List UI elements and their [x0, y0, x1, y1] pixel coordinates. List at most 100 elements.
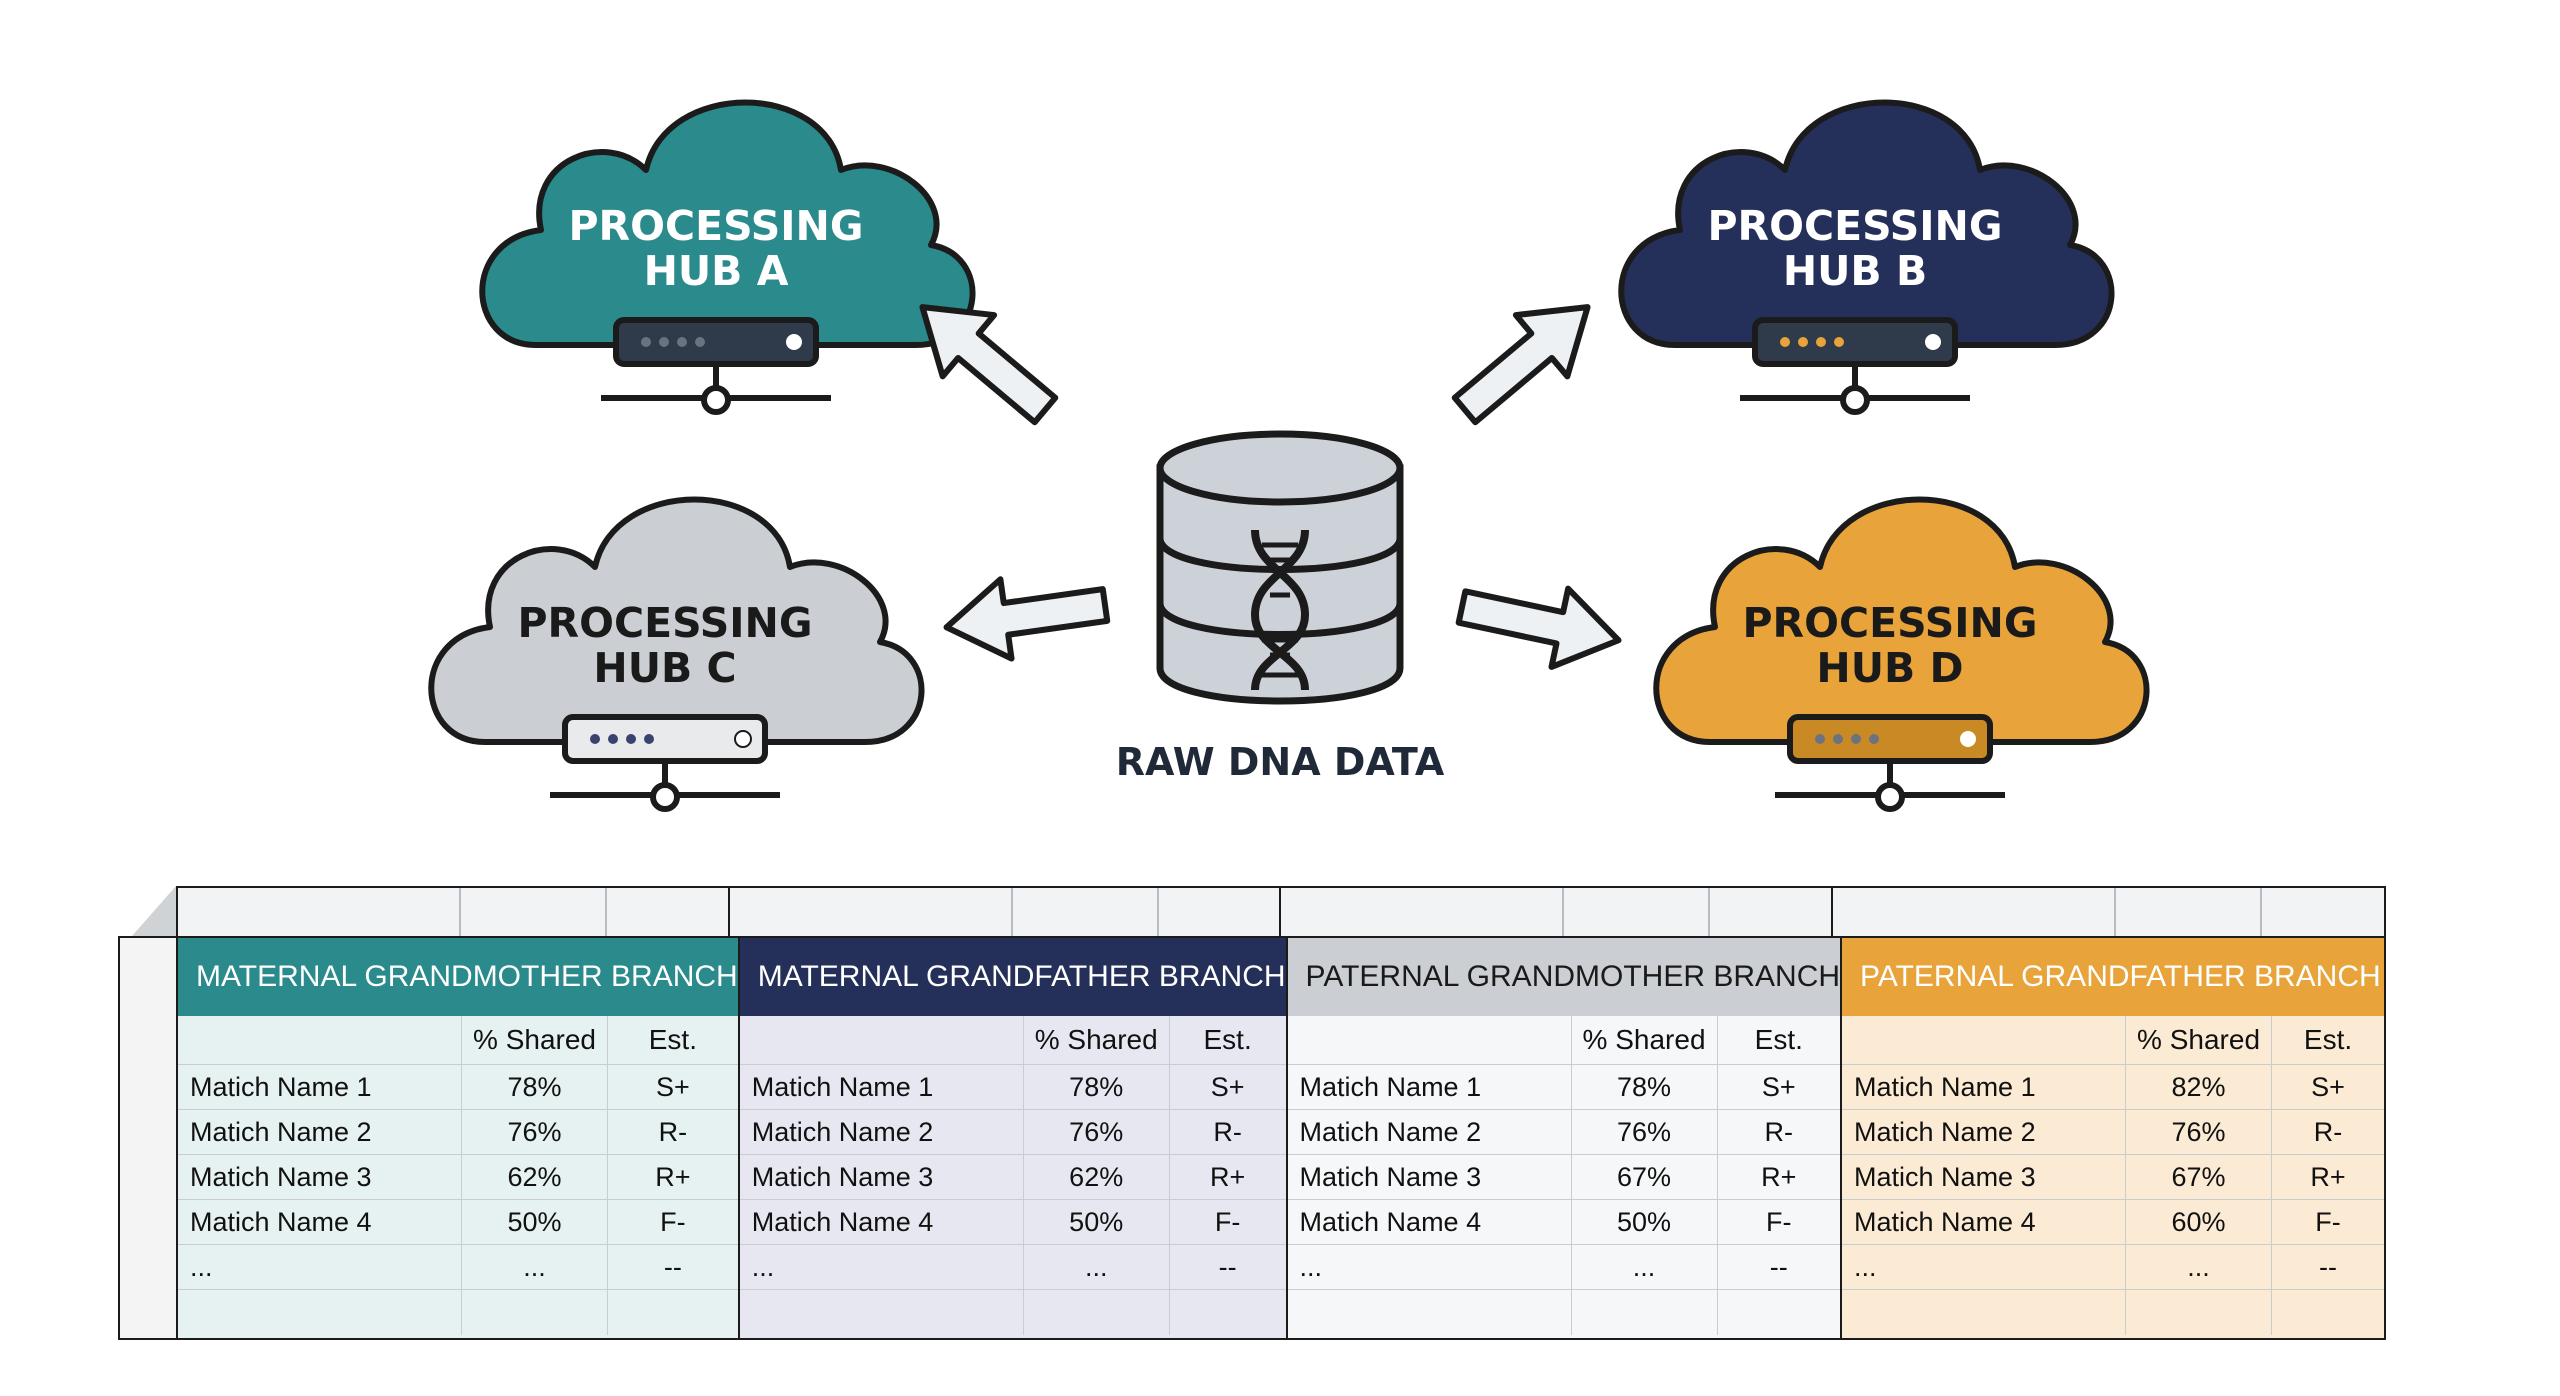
percent-shared: 82% — [2126, 1065, 2273, 1109]
estimate: R+ — [655, 1161, 691, 1192]
match-name: ... — [1288, 1245, 1572, 1289]
percent-shared: 76% — [1024, 1110, 1170, 1154]
hub-a-cloud — [479, 99, 976, 348]
percent-shared: ... — [1572, 1245, 1718, 1289]
match-name: Matich Name 2 — [178, 1110, 462, 1154]
arrow-to-hub-d — [1455, 585, 1622, 670]
match-name: Matich Name 2 — [1288, 1110, 1572, 1154]
hub-c-label-line2: HUB C — [593, 644, 736, 692]
hub-b-server-icon — [1740, 317, 1970, 415]
est-header: Est. — [648, 1024, 697, 1055]
estimate: F- — [1214, 1206, 1241, 1237]
match-name: Matich Name 4 — [740, 1200, 1024, 1244]
branch-header: PATERNAL GRANDMOTHER BRANCH — [1287, 938, 1841, 1016]
sheet-corner — [132, 886, 176, 936]
dna-icon — [1250, 529, 1310, 691]
arrow-to-hub-c — [943, 576, 1111, 662]
hub-c: PROCESSING HUB C — [428, 496, 925, 812]
estimate: R- — [1764, 1116, 1794, 1147]
match-name: Matich Name 2 — [1842, 1110, 2127, 1154]
percent-shared: 78% — [462, 1065, 608, 1109]
match-name: Matich Name 3 — [740, 1155, 1024, 1199]
center-label: RAW DNA DATA — [1116, 740, 1445, 784]
hub-d: PROCESSING HUB D — [1653, 496, 2150, 812]
branch-column: PATERNAL GRANDMOTHER BRANCH% Shared Est. M… — [1287, 938, 1843, 1338]
empty-row — [1842, 1289, 2384, 1335]
percent-shared: 50% — [1024, 1200, 1170, 1244]
name-header — [1288, 1016, 1572, 1064]
hub-d-cloud — [1653, 496, 2150, 745]
percent-shared: 62% — [462, 1155, 608, 1199]
hub-b-cloud — [1618, 99, 2115, 348]
branch-header: MATERNAL GRANDMOTHER BRANCH — [178, 938, 738, 1016]
table-row: ......-- — [1842, 1244, 2384, 1289]
percent-shared: 60% — [2126, 1200, 2273, 1244]
estimate: R- — [2313, 1116, 2343, 1147]
table-row: ......-- — [178, 1244, 738, 1289]
percent-shared: ... — [1024, 1245, 1170, 1289]
hub-diagram: PROCESSING HUB A PROCESSING HUB B PR — [428, 99, 2150, 812]
match-name: Matich Name 4 — [1288, 1200, 1572, 1244]
estimate: F- — [1766, 1206, 1792, 1237]
name-header — [740, 1016, 1024, 1064]
hub-b-label-line1: PROCESSING — [1707, 202, 2002, 250]
arrow-to-hub-a — [919, 304, 1059, 426]
table-row: ...... -- — [1287, 1244, 1841, 1289]
pct-header: % Shared — [1024, 1016, 1170, 1064]
branch-column: MATERNAL GRANDMOTHER BRANCH% Shared Est. M… — [178, 938, 740, 1338]
percent-shared: 50% — [462, 1200, 608, 1244]
pct-header: % Shared — [1572, 1016, 1718, 1064]
estimate: R- — [658, 1116, 688, 1147]
percent-shared: 78% — [1572, 1065, 1718, 1109]
estimate: -- — [663, 1251, 682, 1282]
est-header: Est. — [1754, 1024, 1803, 1055]
percent-shared: 76% — [462, 1110, 608, 1154]
hub-c-cloud — [428, 496, 925, 745]
hub-d-label-line1: PROCESSING — [1742, 599, 2037, 647]
estimate: S+ — [2311, 1071, 2345, 1102]
empty-row — [178, 1289, 738, 1335]
est-header: Est. — [1203, 1024, 1252, 1055]
estimate: R+ — [1209, 1161, 1246, 1192]
match-name: Matich Name 4 — [1842, 1200, 2127, 1244]
match-name: Matich Name 1 — [1842, 1065, 2127, 1109]
column-header-row: % Shared Est. — [178, 1016, 738, 1064]
hub-c-label-line1: PROCESSING — [517, 599, 812, 647]
percent-shared: 78% — [1024, 1065, 1170, 1109]
hub-a-server-icon — [601, 317, 831, 415]
table-row: ......-- — [739, 1244, 1286, 1289]
pct-header: % Shared — [462, 1016, 608, 1064]
percent-shared: 50% — [1572, 1200, 1718, 1244]
match-name: ... — [740, 1245, 1024, 1289]
estimate: R- — [1213, 1116, 1242, 1147]
empty-row — [739, 1289, 1286, 1335]
hub-c-server-icon — [550, 714, 780, 812]
column-header-row: % Shared Est. — [1288, 1016, 1841, 1064]
estimate: -- — [2319, 1251, 2337, 1282]
estimate: -- — [1769, 1251, 1788, 1282]
match-name: Matich Name 3 — [178, 1155, 462, 1199]
name-header — [178, 1016, 462, 1064]
match-name: Matich Name 3 — [1842, 1155, 2127, 1199]
percent-shared: 76% — [2126, 1110, 2273, 1154]
column-header-row: % Shared Est. — [740, 1016, 1286, 1064]
hub-a-label-line1: PROCESSING — [568, 202, 863, 250]
estimate: F- — [2315, 1206, 2341, 1237]
match-name: Matich Name 1 — [1288, 1065, 1572, 1109]
